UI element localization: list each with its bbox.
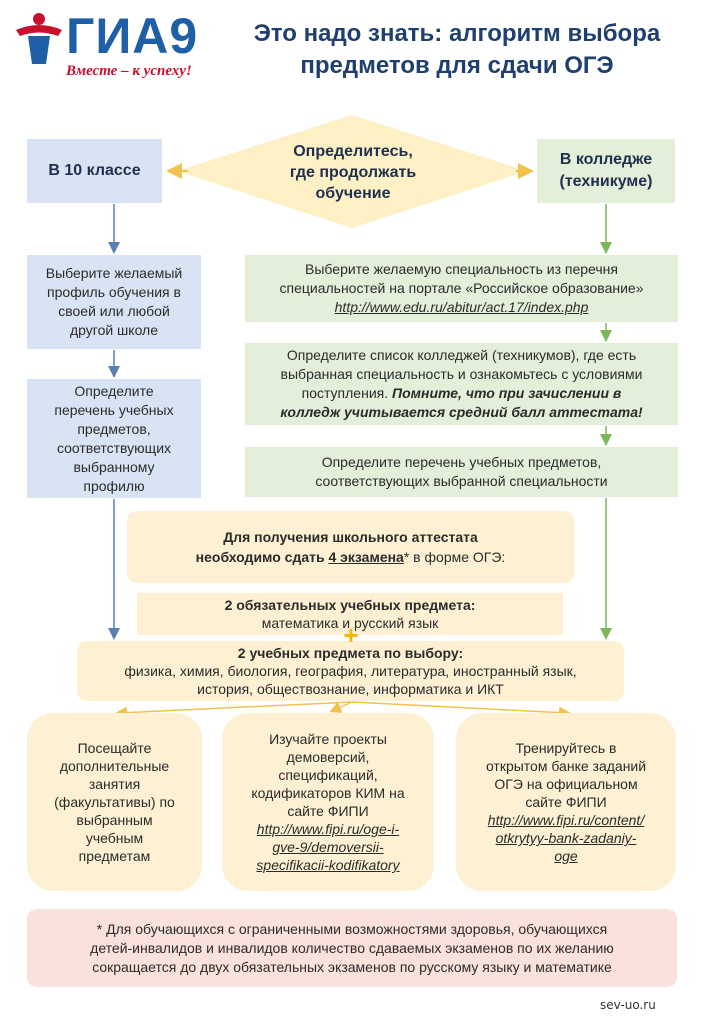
college-option: В колледже (техникуме) <box>537 139 675 203</box>
elective-subjects-box: 2 учебных предмета по выбору: физика, хи… <box>77 641 624 701</box>
choose-colleges-step: Определите список колледжей (техникумов)… <box>245 343 678 425</box>
tip-demo-versions: Изучайте проекты демоверсий, спецификаци… <box>222 713 434 891</box>
choose-specialty-step: Выберите желаемую специальность из переч… <box>245 255 678 322</box>
fipi-demo-link[interactable]: http://www.fipi.ru/oge-i- gve-9/demovers… <box>256 821 400 873</box>
logo-slogan: Вместе – к успеху! <box>66 63 192 79</box>
decision-text: Определитесь, где продолжать обучение <box>289 142 417 202</box>
grade10-option: В 10 классе <box>27 139 162 203</box>
choose-profile-step: Выберите желаемый профиль обучения в сво… <box>27 255 201 349</box>
decision-diamond <box>177 115 527 228</box>
define-subjects-profile-step: Определите перечень учебных предметов, с… <box>27 379 201 498</box>
plus-icon: + <box>343 620 359 650</box>
arrow-tip-1 <box>115 701 353 719</box>
arrow-tip-2 <box>329 701 353 713</box>
gia9-logo-figure-icon <box>16 13 62 64</box>
fipi-bank-link[interactable]: http://www.fipi.ru/content/ otkrytyy-ban… <box>487 812 645 864</box>
logo-wordmark: ГИА9 <box>66 8 199 64</box>
edu-portal-link[interactable]: http://www.edu.ru/abitur/act.17/index.ph… <box>334 299 589 315</box>
arrow-tip-3 <box>351 701 571 719</box>
tip-electives: Посещайте дополнительные занятия (факуль… <box>27 713 202 891</box>
page-title: Это надо знать: алгоритм выбора предмето… <box>253 20 661 79</box>
required-subjects-box: 2 обязательных учебных предмета: математ… <box>137 593 563 635</box>
tip-task-bank: Тренируйтесь в открытом банке заданий ОГ… <box>456 713 676 891</box>
footnote: * Для обучающихся с ограниченными возмож… <box>27 909 677 987</box>
define-subjects-specialty-step: Определите перечень учебных предметов, с… <box>245 447 678 497</box>
exam-requirement-box: Для получения школьного аттестата необхо… <box>127 511 574 583</box>
watermark: sev-uo.ru <box>600 998 656 1012</box>
